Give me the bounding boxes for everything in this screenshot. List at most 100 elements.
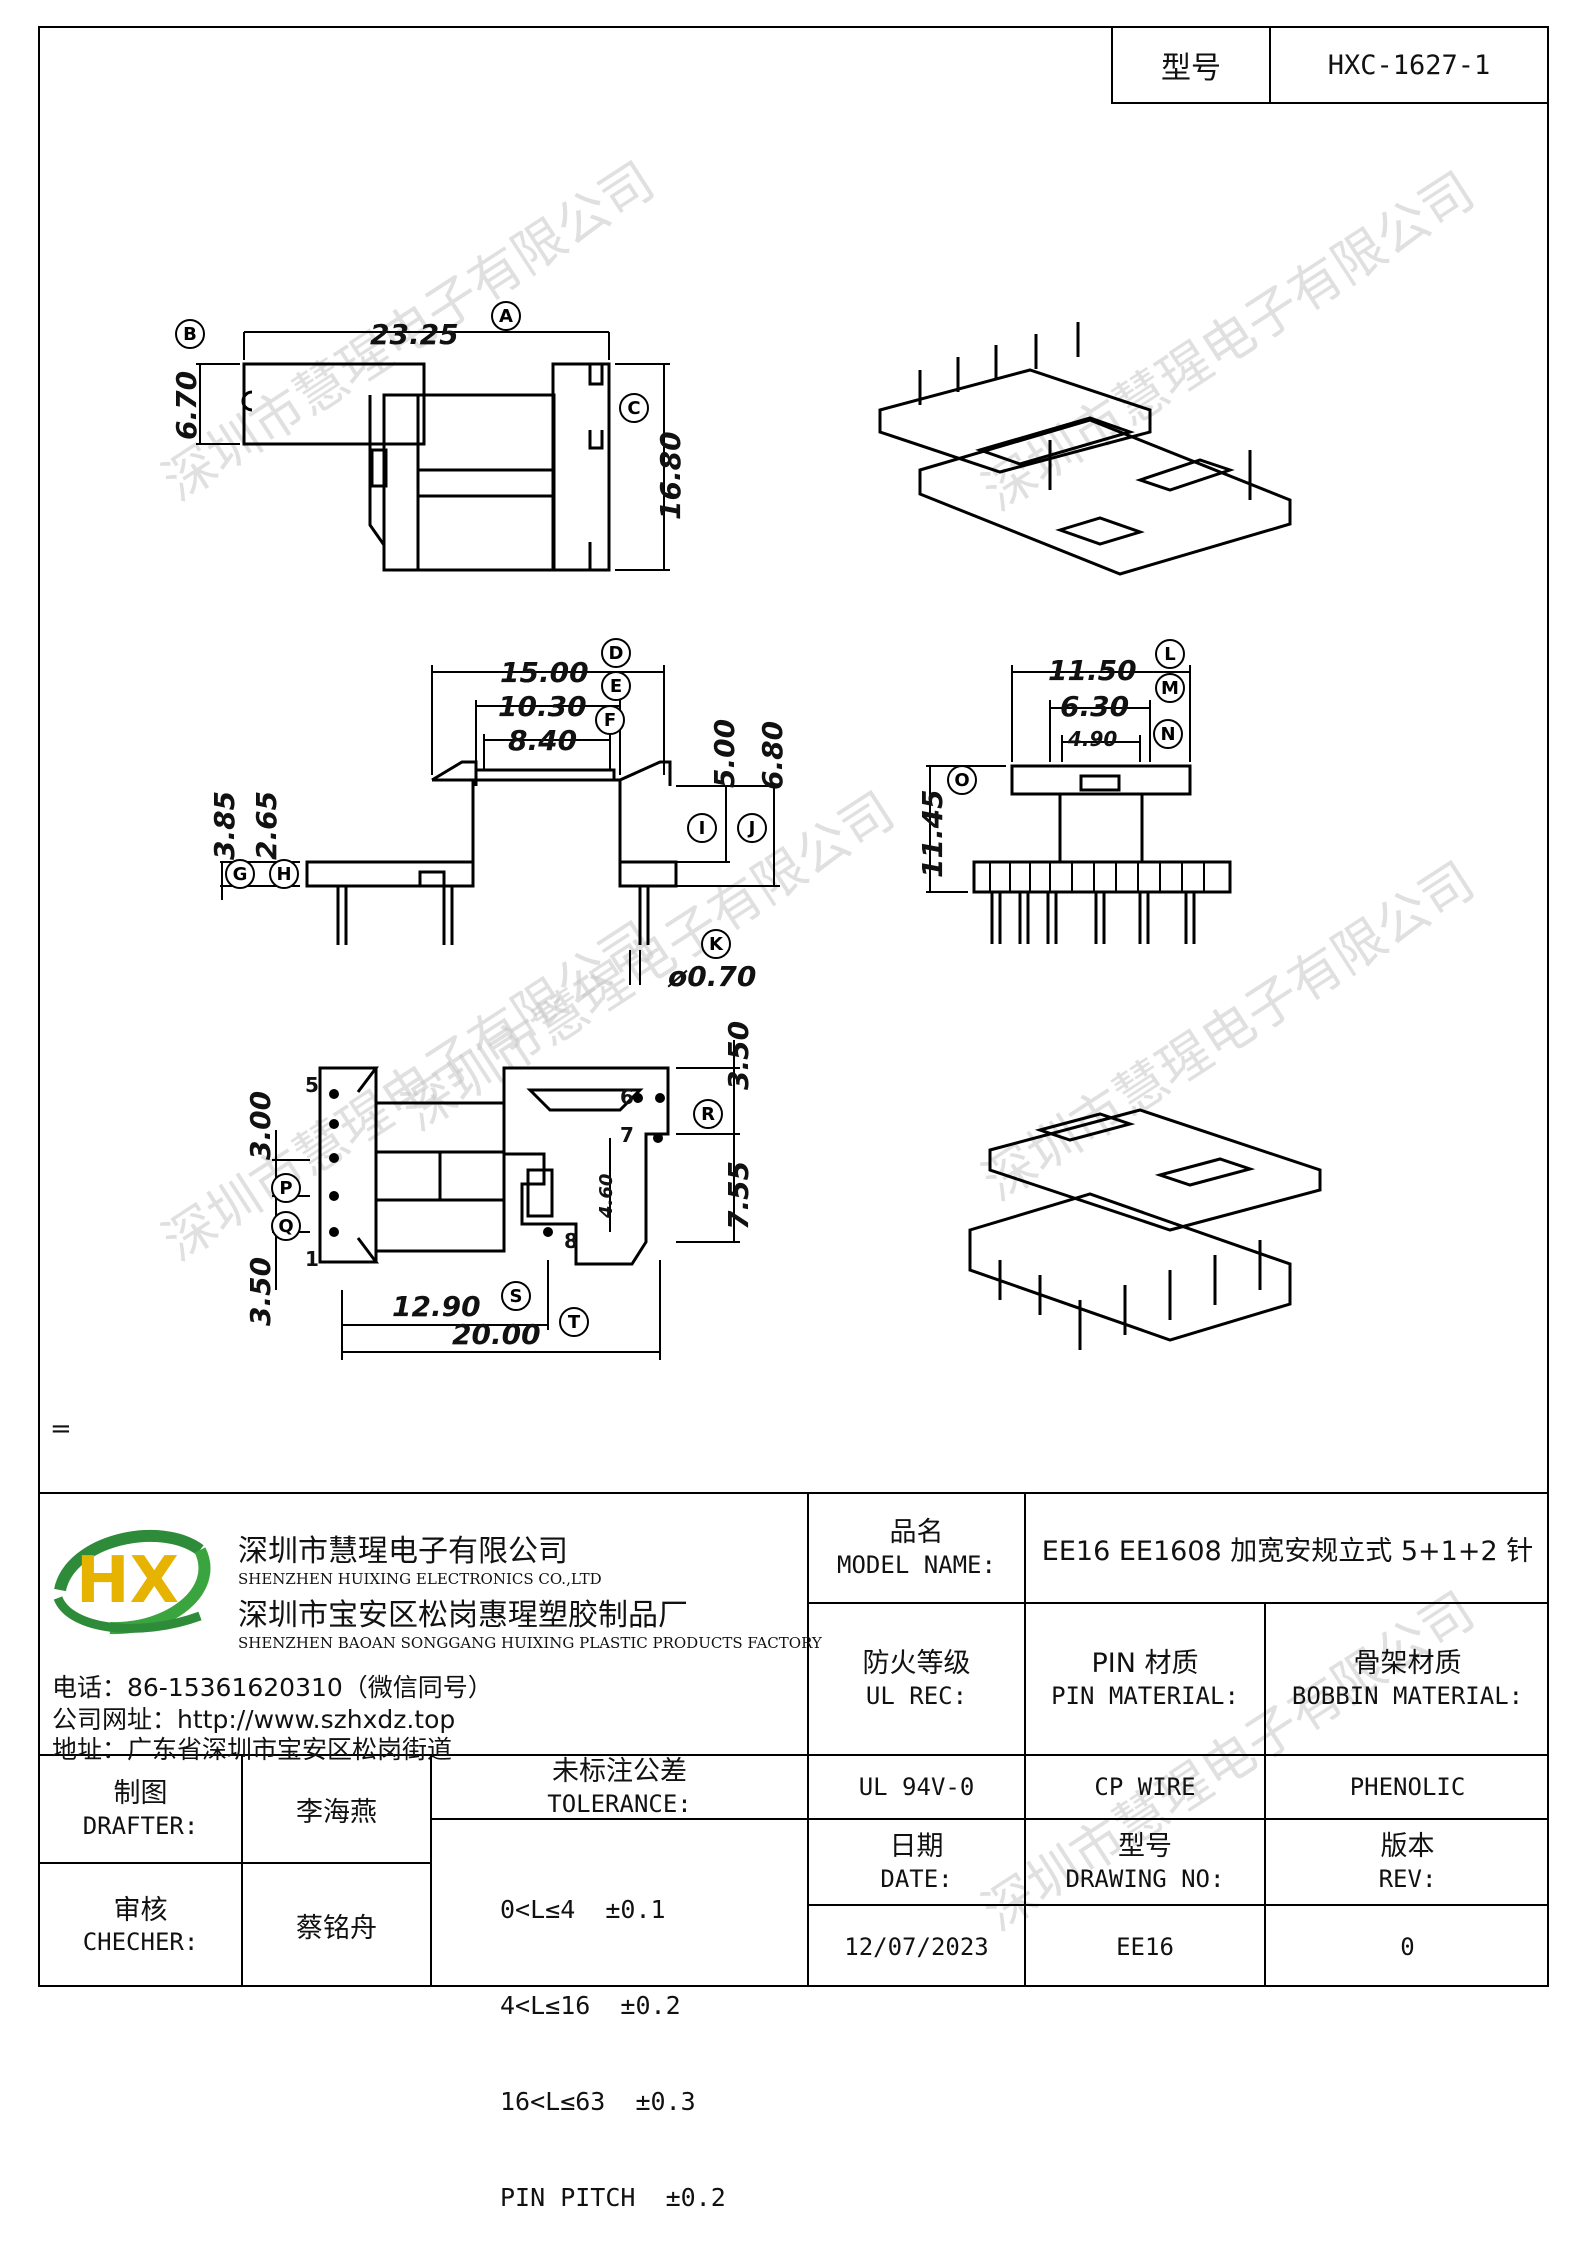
header-model-value: HXC-1627-1 [1327, 49, 1491, 81]
row-divider-4 [807, 1904, 1549, 1906]
rev-cn: 版本 [1380, 1831, 1435, 1863]
tolerance-divider [430, 1818, 809, 1820]
label-G: G [233, 864, 248, 885]
date-label: 日期 DATE: [809, 1820, 1024, 1904]
dim-J: 6.80 [756, 721, 789, 790]
label-P: P [279, 1178, 292, 1199]
company-divider [38, 1754, 809, 1756]
model-name-value: EE16 EE1608 加宽安规立式 5+1+2 针 [1041, 1535, 1534, 1567]
dim-H: 2.65 [250, 791, 283, 860]
label-N: N [1160, 724, 1175, 745]
technical-drawing: 23.25 6.70 16.80 15.00 10.30 8.40 3.85 2… [170, 301, 1322, 1360]
dim-inner: 4.60 [596, 1174, 617, 1219]
col-divider-3 [1264, 1602, 1266, 1987]
row-divider-1 [807, 1602, 1549, 1604]
logo-text: HX [76, 1544, 179, 1618]
col-divider-2 [1024, 1492, 1026, 1987]
bobbin-en: BOBBIN MATERIAL: [1291, 1681, 1524, 1710]
label-O: O [954, 770, 969, 791]
label-C: C [627, 398, 640, 419]
label-B: B [183, 324, 197, 345]
model-name-en: MODEL NAME: [837, 1550, 996, 1579]
date-value: 12/07/2023 [844, 1932, 989, 1961]
row-divider-3 [807, 1818, 1549, 1820]
label-I: I [699, 818, 706, 839]
checker-cn: 审核 [113, 1894, 168, 1926]
company-address: 地址：广东省深圳市宝安区松岗街道 [52, 1735, 453, 1764]
bobbin-value: PHENOLIC [1349, 1773, 1466, 1801]
tolerance-line: 0<L≤4 ±0.1 [500, 1895, 666, 1924]
drafter-en: DRAFTER: [82, 1811, 199, 1840]
pin-number: 7 [620, 1123, 634, 1147]
pin-number: 1 [305, 1247, 319, 1271]
company-phone: 电话：86-15361620310（微信同号） [52, 1673, 493, 1702]
dim-D: 15.00 [500, 656, 589, 689]
drafter-divider [241, 1754, 243, 1987]
dim-M: 6.30 [1060, 690, 1129, 723]
dim-N: 4.90 [1067, 727, 1117, 751]
rev-label: 版本 REV: [1266, 1820, 1549, 1904]
checker-en: CHECHER: [82, 1928, 199, 1957]
name-divider [430, 1754, 432, 1987]
company-logo: HX [53, 1530, 211, 1635]
label-A: A [499, 306, 513, 327]
ul-cn: 防火等级 [862, 1648, 971, 1680]
label-S: S [510, 1286, 523, 1307]
label-F: F [604, 710, 616, 731]
stray-mark: = [50, 1414, 72, 1444]
drafter-name: 李海燕 [296, 1796, 377, 1828]
pin-material-label: PIN 材质 PIN MATERIAL: [1026, 1604, 1264, 1754]
dim-B: 6.70 [170, 371, 203, 440]
company-website: 公司网址：http://www.szhxdz.top [52, 1705, 456, 1734]
pin-number: 6 [620, 1085, 634, 1109]
dim-G: 3.85 [208, 791, 241, 860]
label-R: R [701, 1104, 715, 1125]
drafter-label: 制图 DRAFTER: [40, 1756, 241, 1862]
factory-name-cn: 深圳市宝安区松岗惠瑆塑胶制品厂 [238, 1598, 688, 1633]
label-L: L [1164, 644, 1175, 665]
dim-A: 23.25 [370, 318, 459, 351]
bobbin-material-label: 骨架材质 BOBBIN MATERIAL: [1266, 1604, 1549, 1754]
ul-en: UL REC: [865, 1681, 968, 1710]
pin-en: PIN MATERIAL: [1051, 1681, 1239, 1710]
model-name-cn: 品名 [889, 1517, 944, 1549]
label-T: T [568, 1312, 581, 1333]
rev-value: 0 [1400, 1932, 1415, 1961]
date-en: DATE: [880, 1864, 953, 1893]
title-block-top [38, 1492, 1549, 1494]
tolerance-label: 未标注公差 TOLERANCE: [432, 1756, 807, 1818]
checker-name: 蔡铭舟 [296, 1913, 377, 1944]
drawno-en: DRAWING NO: [1065, 1864, 1225, 1893]
drawing-frame [38, 26, 1549, 1987]
model-name-label: 品名 MODEL NAME: [809, 1494, 1024, 1602]
dim-R: 3.50 [722, 1021, 755, 1090]
drafter-cn: 制图 [113, 1778, 168, 1810]
dim-S: 12.90 [392, 1290, 481, 1323]
dim-T: 20.00 [452, 1318, 541, 1351]
header-model-label: 型号 [1161, 51, 1221, 86]
tolerance-list: 0<L≤4 ±0.1 4<L≤16 ±0.2 16<L≤63 ±0.3 PIN … [500, 1830, 726, 2246]
drafter-checker-divider [38, 1862, 432, 1864]
date-cn: 日期 [889, 1831, 944, 1863]
label-Q: Q [278, 1216, 293, 1237]
drawing-no-label: 型号 DRAWING NO: [1026, 1820, 1264, 1904]
factory-name-en: SHENZHEN BAOAN SONGGANG HUIXING PLASTIC … [238, 1634, 822, 1652]
tolerance-line: 4<L≤16 ±0.2 [500, 1991, 681, 2020]
pin-number: 5 [305, 1073, 319, 1097]
pin-value: CP WIRE [1094, 1773, 1196, 1801]
bobbin-cn: 骨架材质 [1353, 1648, 1462, 1680]
dim-P: 3.00 [244, 1091, 277, 1160]
ul-value: UL 94V-0 [858, 1773, 975, 1801]
dim-I: 5.00 [708, 719, 741, 788]
company-name-cn: 深圳市慧瑆电子有限公司 [238, 1534, 568, 1569]
label-M: M [1161, 678, 1179, 699]
rev-en: REV: [1378, 1864, 1437, 1893]
tolerance-line: PIN PITCH ±0.2 [500, 2183, 726, 2212]
label-K: K [709, 934, 724, 955]
drawno-cn: 型号 [1118, 1831, 1172, 1863]
dim-L: 11.50 [1048, 654, 1137, 687]
company-name-en: SHENZHEN HUIXING ELECTRONICS CO.,LTD [238, 1570, 602, 1588]
dim-O: 11.45 [916, 789, 949, 878]
header-model-box [1111, 26, 1549, 104]
tolerance-line: 16<L≤63 ±0.3 [500, 2087, 696, 2116]
